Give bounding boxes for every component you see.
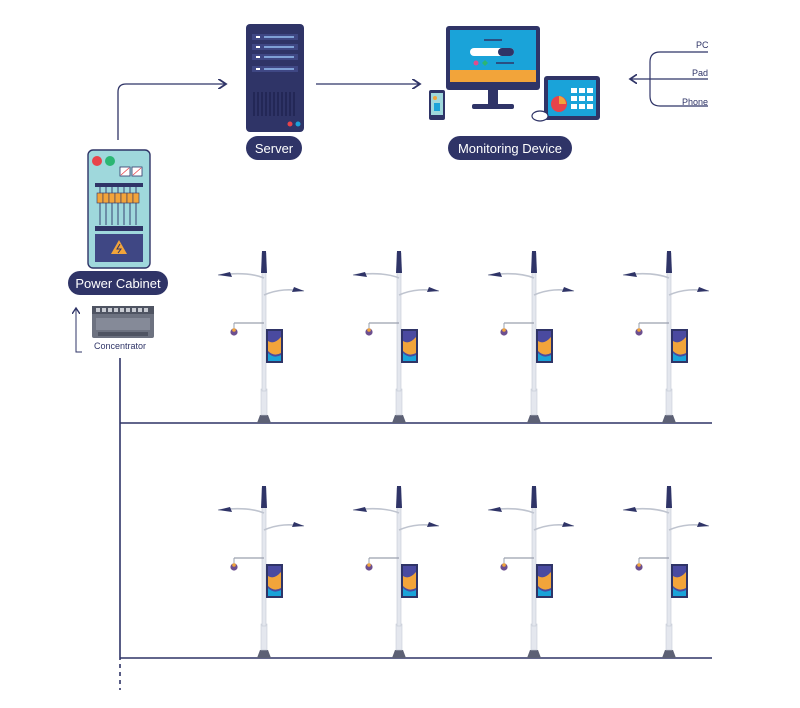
monitor-icon bbox=[429, 26, 600, 122]
device-bracket bbox=[630, 51, 708, 107]
link-concentrator-to-cabinet bbox=[76, 308, 82, 353]
smart-pole bbox=[217, 485, 305, 659]
power-cabinet-label: Power Cabinet bbox=[68, 271, 168, 295]
power-cabinet-icon bbox=[87, 149, 151, 269]
device-label-pad: Pad bbox=[692, 68, 709, 78]
pole-row-2 bbox=[217, 485, 710, 659]
device-label-pc: PC bbox=[696, 40, 709, 50]
smart-pole bbox=[487, 250, 575, 424]
device-label-phone: Phone bbox=[682, 97, 709, 107]
monitoring-device-label: Monitoring Device bbox=[448, 136, 572, 160]
concentrator-icon bbox=[92, 306, 154, 338]
server-label: Server bbox=[246, 136, 302, 160]
smart-pole bbox=[217, 250, 305, 424]
concentrator-label: Concentrator bbox=[94, 341, 147, 351]
pole-row-1 bbox=[217, 250, 710, 424]
server-icon bbox=[246, 24, 304, 132]
smart-pole bbox=[352, 485, 440, 659]
smart-pole bbox=[622, 485, 710, 659]
smart-pole bbox=[622, 250, 710, 424]
smart-pole bbox=[487, 485, 575, 659]
link-cabinet-to-server bbox=[117, 84, 226, 140]
smart-pole bbox=[352, 250, 440, 424]
